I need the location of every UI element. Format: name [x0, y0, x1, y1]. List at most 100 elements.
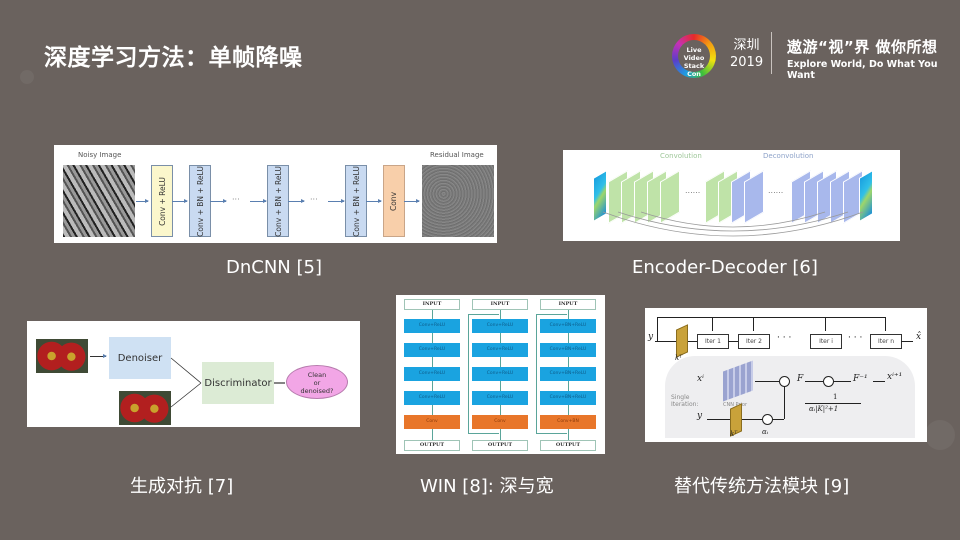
ellipsis: ......	[685, 186, 701, 195]
x-i: xⁱ	[697, 374, 704, 384]
signal-line	[784, 386, 785, 419]
deconvolution-label: Deconvolution	[763, 152, 814, 160]
win-input-box: INPUT	[472, 299, 528, 310]
gan-connectors	[170, 357, 285, 408]
arrow	[210, 199, 227, 203]
dncnn-diagram: Noisy Image Conv + ReLU Conv + BN + ReLU…	[54, 145, 497, 243]
residual-image-label: Residual Image	[430, 151, 484, 159]
x-next: xⁱ⁺¹	[887, 372, 903, 382]
ellipsis: · · ·	[777, 333, 792, 343]
signal-line	[833, 381, 851, 382]
decision-denoised: denoised?	[300, 387, 334, 395]
kernel-transpose	[676, 324, 688, 358]
convolution-label: Convolution	[660, 152, 702, 160]
arrow	[366, 199, 382, 203]
signal-line	[755, 381, 779, 382]
noisy-image-label: Noisy Image	[78, 151, 122, 159]
win-conv-block: Conv+ReLU	[404, 391, 460, 405]
signal-line	[901, 341, 913, 342]
win-input-box: INPUT	[404, 299, 460, 310]
arrow	[288, 199, 305, 203]
alpha-label: αᵢ	[762, 428, 769, 436]
logo-text-line2: Stack Con	[683, 62, 705, 78]
win-final-conv-block: Conv	[472, 415, 528, 429]
signal-line	[728, 341, 738, 342]
win-output-box: OUTPUT	[472, 440, 528, 451]
single-iteration-bg	[665, 356, 915, 438]
signal-line	[873, 381, 885, 382]
conv-bn-relu-block: Conv + BN + ReLU	[267, 165, 289, 237]
win-conv-block: Conv+BN+ReLU	[540, 343, 596, 357]
caption-dncnn: DnCNN [5]	[226, 257, 322, 278]
ellipsis: ···	[310, 195, 318, 204]
fft-F: F	[797, 374, 804, 384]
clean-flower-image	[119, 391, 171, 425]
bokeh-decoration	[925, 420, 955, 450]
feedback-line	[753, 317, 754, 331]
win-conv-block: Conv+BN+ReLU	[540, 367, 596, 381]
caption-encoder-decoder: Encoder-Decoder [6]	[632, 257, 818, 278]
bokeh-decoration	[20, 70, 34, 84]
kernel-label: kᵀ	[675, 354, 683, 362]
win-input-box: INPUT	[540, 299, 596, 310]
fraction-numerator: 1	[833, 393, 838, 401]
arrow	[90, 354, 107, 358]
decision-ellipse: Clean or denoised?	[286, 365, 348, 399]
denoiser-box: Denoiser	[109, 337, 171, 379]
ellipsis: · · ·	[848, 333, 863, 343]
slogan: 遨游“视”界 做你所想 Explore World, Do What You W…	[787, 36, 960, 81]
input-y-2: y	[697, 411, 703, 421]
win-final-conv-block: Conv+BN	[540, 415, 596, 429]
arrow	[250, 199, 267, 203]
input-y: y	[648, 332, 654, 342]
output-xhat: x̂	[916, 332, 922, 342]
noisy-image	[63, 165, 135, 237]
feedback-line	[712, 317, 713, 331]
arrow	[404, 199, 420, 203]
slide-title: 深度学习方法：单帧降噪	[44, 45, 303, 71]
iter-box: Iter 1	[697, 334, 729, 349]
win-conv-block: Conv+ReLU	[472, 343, 528, 357]
win-conv-block: Conv+ReLU	[404, 367, 460, 381]
skip-connections	[602, 211, 864, 237]
gan-diagram: Denoiser Discriminator Clean or denoised…	[27, 321, 360, 427]
header-divider	[771, 32, 772, 74]
caption-win: WIN [8]: 深与宽	[420, 476, 554, 497]
encoder-decoder-diagram: Convolution Deconvolution ...... ......	[563, 150, 900, 241]
win-conv-block: Conv+ReLU	[472, 391, 528, 405]
win-conv-block: Conv+BN+ReLU	[540, 391, 596, 405]
win-output-box: OUTPUT	[404, 440, 460, 451]
iterative-diagram: y kᵀ Iter 1 Iter 2 · · · Iter i · · · It…	[645, 308, 927, 442]
conv-relu-block: Conv + ReLU	[151, 165, 173, 237]
fraction-bar	[805, 403, 861, 404]
iter-box: Iter 2	[738, 334, 770, 349]
decision-or: or	[313, 379, 321, 387]
slogan-en: Explore World, Do What You Want	[787, 59, 938, 81]
ellipsis: ......	[768, 186, 784, 195]
feedback-line	[657, 317, 658, 341]
arrow	[328, 199, 345, 203]
arrow	[172, 199, 188, 203]
conv-block: Conv	[383, 165, 405, 237]
event-year: 2019	[730, 55, 764, 70]
discriminator-box: Discriminator	[202, 362, 274, 404]
livevideostackcon-logo: Live Video Stack Con	[672, 34, 716, 78]
win-output-box: OUTPUT	[540, 440, 596, 451]
win-skip-connection	[536, 314, 567, 434]
ellipsis: ···	[232, 195, 240, 204]
decision-clean: Clean	[307, 371, 327, 379]
arrow	[136, 199, 149, 203]
iter-box: Iter n	[870, 334, 902, 349]
slogan-cn: 遨游“视”界 做你所想	[787, 38, 938, 56]
win-final-conv-block: Conv	[404, 415, 460, 429]
win-conv-block: Conv+ReLU	[404, 319, 460, 333]
kernel-label-2: kᵀ	[730, 430, 738, 438]
city-name: 深圳	[733, 38, 760, 53]
win-conv-block: Conv+ReLU	[472, 367, 528, 381]
residual-image	[422, 165, 494, 237]
win-conv-block: Conv+BN+ReLU	[540, 319, 596, 333]
win-diagram: INPUT Conv+ReLU Conv+ReLU Conv+ReLU Conv+ReL…	[396, 295, 605, 454]
noisy-flower-image	[36, 339, 88, 373]
caption-gan: 生成对抗 [7]	[130, 476, 234, 497]
ifft-F-inv: F⁻¹	[853, 374, 868, 384]
